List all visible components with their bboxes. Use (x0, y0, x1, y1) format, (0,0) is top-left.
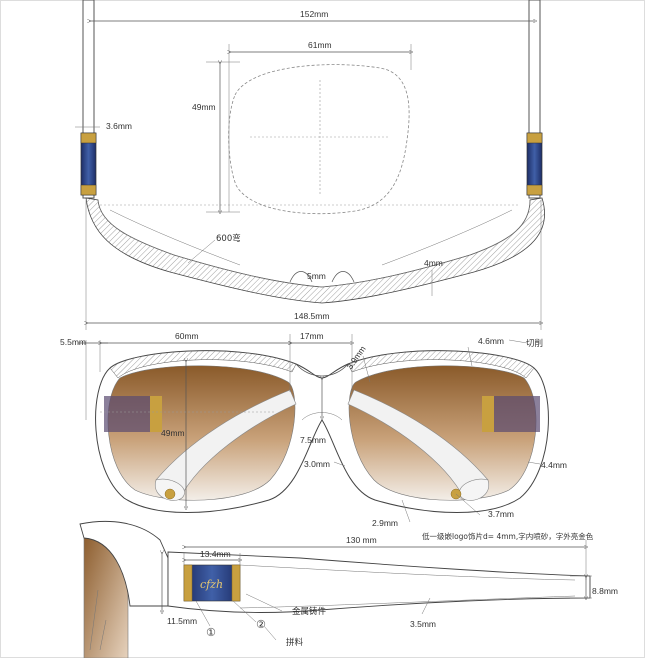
top-view: 152mm 61mm 49mm 3.6mm 600弯 5mm 4mm 148.5… (75, 0, 546, 330)
bridge (295, 363, 349, 377)
dim-overall-width: 152mm (300, 9, 328, 19)
dim-lens-width-top: 61mm (308, 40, 332, 50)
dim-hinge-height: 11.5mm (167, 616, 197, 626)
right-inner-ornament (482, 396, 540, 432)
left-inner-ornament (104, 396, 162, 432)
right-temple-front (347, 389, 489, 499)
marker-1: ① (206, 626, 216, 639)
label-cut: 切削 (526, 338, 543, 349)
dim-front-thickness: 4mm (424, 258, 443, 268)
side-logo: cfzh (200, 578, 223, 591)
dim-temple-end: 8.8mm (592, 586, 618, 596)
dim-front-width: 148.5mm (294, 311, 329, 321)
dim-ornament-width: 13.4mm (200, 549, 231, 559)
marker-2: ② (256, 618, 266, 631)
left-temple-top (82, 0, 95, 199)
dim-temple-thickness-side: 3.5mm (410, 619, 436, 629)
dim-edge-offset: 5.5mm (60, 337, 86, 347)
dim-inner-rim: 3.0mm (304, 459, 330, 469)
dim-lens-height-front: 49mm (161, 428, 185, 438)
logo-note: 低一级嵌logo饰片d= 4mm,字内喷砂，字外亮金色 (422, 531, 594, 541)
right-temple-top (528, 0, 541, 199)
label-splice: 拼料 (286, 637, 304, 648)
dim-bridge-height: 7.5mm (300, 435, 326, 445)
side-temple-arm (167, 551, 591, 613)
dim-outer-rim: 4.4mm (541, 460, 567, 470)
label-metal-casting: 金属铸件 (292, 606, 327, 617)
dim-bridge-width: 17mm (300, 331, 324, 341)
left-temple-front (155, 389, 297, 499)
label-curve: 600弯 (216, 233, 241, 244)
left-lens (107, 365, 296, 501)
dim-bottom-rim: 2.9mm (372, 518, 398, 528)
dim-temple-thickness-top: 3.6mm (106, 121, 132, 131)
dim-top-right: 4.6mm (478, 336, 504, 346)
front-view: 5.5mm 60mm 17mm 3.9mm 4.6mm 切削 49mm 7.5m… (60, 331, 594, 541)
front-frame-top (85, 197, 546, 304)
dim-bridge-depth: 5mm (307, 271, 326, 281)
nose-pads-top (289, 271, 355, 283)
dim-temple-length: 130 mm (346, 535, 377, 545)
left-logo-dot (164, 488, 176, 500)
dim-lens-width-front: 60mm (175, 331, 199, 341)
dim-lens-height-top: 49mm (192, 102, 216, 112)
side-ornament: cfzh (183, 564, 241, 602)
dim-pad: 3.7mm (488, 509, 514, 519)
side-view: cfzh 13.4mm 130 mm 8.8mm 11.5mm 3.5mm 金属… (79, 520, 618, 658)
right-lens (348, 365, 537, 501)
lens-outline (228, 64, 410, 215)
